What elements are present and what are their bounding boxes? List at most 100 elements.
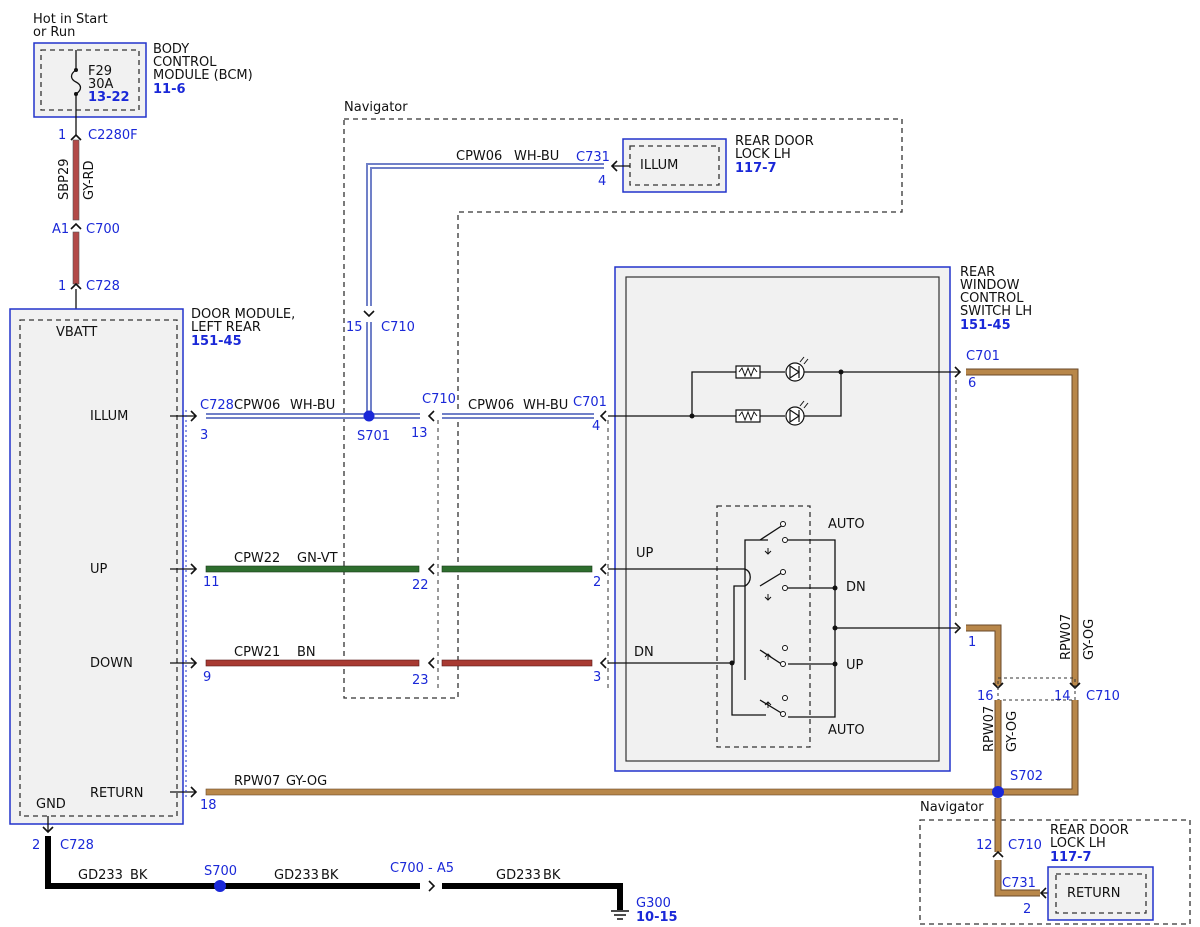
fuse-name: F29 [88,64,112,79]
wire-gd233-b-label: GD233 [274,868,319,883]
rear-door-lock-bottom-inner: RETURN [1067,886,1120,901]
window-switch-dn: DN [634,645,654,660]
bcm-inner-box [40,49,140,111]
door-module-box [9,308,184,825]
wire-cpw22-label: CPW22 [234,551,280,566]
pin-9: 9 [203,670,211,685]
bcm-name-line2: CONTROL [153,55,217,70]
pin-1: 1 [968,635,976,650]
door-module-up: UP [90,562,108,577]
navigator-bottom-label: Navigator [920,800,984,815]
rear-door-lock-top-ref: 117-7 [735,161,777,176]
wire-cpw06-right-label: CPW06 [468,398,514,413]
wire-bk-a-label: BK [130,868,148,883]
ground-ref: 10-15 [636,910,678,925]
navigator-top-label: Navigator [344,100,408,115]
wire-wh-bu-illum-label: WH-BU [290,398,335,413]
c701-6-label: C701 [966,349,1000,364]
c731-top-pin: 4 [598,174,606,189]
c710-16-pin: 16 [977,689,994,704]
window-switch-name1: REAR [960,265,995,280]
rear-door-lock-top-inner: ILLUM [640,158,678,173]
wire-rpw07-return-label: RPW07 [234,774,280,789]
window-switch-name4: SWITCH LH [960,304,1032,319]
connector-arrow-icon [70,282,82,290]
c731-bot-label: C731 [1002,876,1036,891]
door-module-name-line1: DOOR MODULE, [191,307,295,322]
window-switch-inner [625,276,940,762]
splice-s700 [214,880,226,892]
window-switch-auto-bottom: AUTO [828,723,865,738]
c701-6-pin: 6 [968,376,976,391]
wire-gn-vt-label: GN-VT [297,551,338,566]
splice-s702 [992,786,1004,798]
power-label-line2: or Run [33,25,75,40]
c728-top-pin: 1 [58,279,66,294]
c710-15-pin: 15 [346,320,363,335]
splice-s701-label: S701 [357,429,390,444]
rear-door-lock-bottom-name2: LOCK LH [1050,836,1106,851]
navigator-region-bottom [919,819,1191,925]
bcm-box [33,42,147,118]
switch-mechanism-box [716,505,811,748]
wire-bn-label: BN [297,645,316,660]
power-label-line1: Hot in Start [33,12,108,27]
window-switch-name3: CONTROL [960,291,1024,306]
window-switch-up: UP [636,546,654,561]
c710-14-label: C710 [1086,689,1120,704]
bcm-ref: 11-6 [153,82,186,97]
c700-a5-label: C700 - A5 [390,861,454,876]
c728-illum-pin: 3 [200,428,208,443]
wire-gy-og-return-label: GY-OG [286,774,327,789]
rear-door-lock-top-name2: LOCK LH [735,147,791,162]
pin-18: 18 [200,798,217,813]
window-switch-auto-top: AUTO [828,517,865,532]
wire-gd233 [45,836,420,889]
ground-name: G300 [636,896,671,911]
wire-rpw07-mid-label: RPW07 [982,706,997,752]
window-switch-ref: 151-45 [960,318,1011,333]
c728-top-label: C728 [86,279,120,294]
c2280f-pin: 1 [58,128,66,143]
c728-gnd-label: C728 [60,838,94,853]
wire-wh-bu-top-label: WH-BU [514,149,559,164]
c701-4-label: C701 [573,395,607,410]
led-icon [785,406,805,426]
wire-cpw06-top [366,163,604,306]
c728-gnd-pin: 2 [32,838,40,853]
door-module-return: RETURN [90,786,143,801]
c701-4-pin: 4 [592,419,600,434]
c700-pin: A1 [52,222,69,237]
wire-rpw07-return [205,788,997,796]
navigator-region-top [343,118,903,699]
c710-15-label: C710 [381,320,415,335]
splice-s701 [363,410,375,422]
wire-bk-b-label: BK [321,868,339,883]
window-switch-dn-right: DN [846,580,866,595]
door-module-illum: ILLUM [90,409,128,424]
rear-door-lock-bottom-ref: 117-7 [1050,850,1092,865]
pin-23: 23 [412,673,429,688]
wire-cpw21 [205,659,420,667]
wire-cpw21-label: CPW21 [234,645,280,660]
door-module-name-line2: LEFT REAR [191,320,261,335]
c710-13-pin: 13 [411,426,428,441]
wire-gy-og-mid-label: GY-OG [1005,711,1020,752]
bcm-name-line1: BODY [153,42,189,57]
wire-cpw22 [205,565,420,573]
splice-s700-label: S700 [204,864,237,879]
window-switch-up-right: UP [846,658,864,673]
wire-gy-rd-label: GY-RD [82,160,97,200]
rear-door-lock-bottom-name1: REAR DOOR [1050,823,1129,838]
door-module-vbatt: VBATT [56,325,97,340]
wire-gd233-c-label: GD233 [496,868,541,883]
wire-sbp29 [72,139,80,221]
wire-cpw06-illum-label: CPW06 [234,398,280,413]
c728-illum-label: C728 [200,398,234,413]
wire-bk-c-label: BK [543,868,561,883]
splice-s702-label: S702 [1010,769,1043,784]
c731-bot-pin: 2 [1023,902,1031,917]
fuse-rating: 30A [88,77,114,92]
c710-12-label: C710 [1008,838,1042,853]
